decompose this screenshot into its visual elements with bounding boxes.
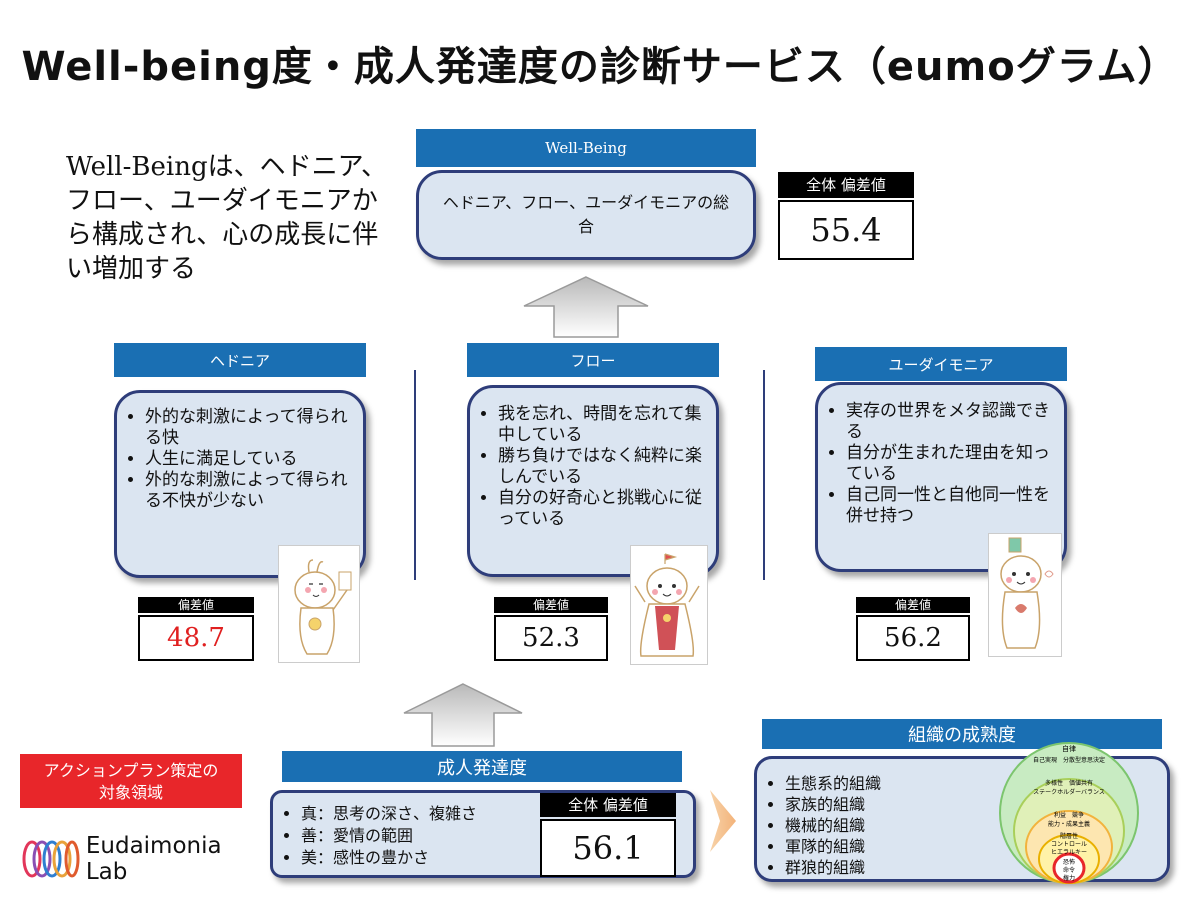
list-item: 群狼的組織 xyxy=(785,857,1167,878)
hedonia-score: 48.7 xyxy=(138,615,254,661)
list-item: 善：愛情の範囲 xyxy=(301,825,693,847)
adult-development-header: 成人発達度 xyxy=(282,751,682,782)
eudaimonia-header: ユーダイモニア xyxy=(815,347,1067,381)
diagram-label: 権力 xyxy=(1063,874,1075,882)
adult-development-score: 56.1 xyxy=(540,819,676,877)
list-item: 勝ち負けではなく純粋に楽しんでいる xyxy=(498,446,716,488)
action-plan-badge: アクションプラン策定の対象領域 xyxy=(20,754,242,808)
eudaimonia-score-label: 偏差値 xyxy=(856,597,970,613)
hedonia-card: 外的な刺激によって得られる快 人生に満足している 外的な刺激によって得られる不快… xyxy=(114,390,366,578)
list-item: 機械的組織 xyxy=(785,815,1167,836)
diagram-label: 能力・成果主義 xyxy=(1048,820,1090,828)
list-item: 美：感性の豊かさ xyxy=(301,847,693,869)
hedonia-header: ヘドニア xyxy=(114,343,366,377)
list-item: 軍隊的組織 xyxy=(785,836,1167,857)
list-item: 自分の好奇心と挑戦心に従っている xyxy=(498,488,716,530)
logo-text: Eudaimonia Lab xyxy=(85,833,222,885)
diagram-label: コントロール xyxy=(1051,841,1087,848)
eudaimonia-score: 56.2 xyxy=(856,615,970,661)
diagram-label: 利益 競争 xyxy=(1054,811,1084,819)
flow-score: 52.3 xyxy=(494,615,608,661)
wellbeing-card: ヘドニア、フロー、ユーダイモニアの総合 xyxy=(416,170,756,260)
list-item: 人生に満足している xyxy=(145,449,363,470)
list-item: 自己同一性と自他同一性を併せ持つ xyxy=(846,485,1064,527)
list-item: 真：思考の深さ、複雑さ xyxy=(301,803,693,825)
diagram-label: 命令 xyxy=(1063,866,1075,874)
right-chevron-icon xyxy=(710,790,736,852)
flow-card: 我を忘れ、時間を忘れて集中している 勝ち負けではなく純粋に楽しんでいる 自分の好… xyxy=(467,385,719,577)
up-arrow-icon xyxy=(403,683,523,747)
wellbeing-score: 55.4 xyxy=(778,200,914,260)
list-item: 家族的組織 xyxy=(785,794,1167,815)
eudaimonia-card: 実存の世界をメタ認識できる 自分が生まれた理由を知っている 自己同一性と自他同一… xyxy=(815,382,1067,572)
column-divider xyxy=(763,370,765,580)
list-item: 我を忘れ、時間を忘れて集中している xyxy=(498,404,716,446)
organization-maturity-diagram: 自律 自己実現 分散型意思決定 多様性 価値共有 ステークホルダーバランス 利益… xyxy=(999,742,1139,884)
character-eudaimonia-icon xyxy=(988,533,1062,657)
flow-score-label: 偏差値 xyxy=(494,597,608,613)
list-item: 外的な刺激によって得られる不快が少ない xyxy=(145,470,363,512)
diagram-label: ステークホルダーバランス xyxy=(1033,788,1105,796)
wellbeing-header: Well-Being xyxy=(416,129,756,167)
character-flow-icon xyxy=(630,545,708,665)
intro-text: Well-Beingは、ヘドニア、フロー、ユーダイモニアから構成され、心の成長に… xyxy=(66,152,388,284)
list-item: 実存の世界をメタ認識できる xyxy=(846,401,1064,443)
hedonia-score-label: 偏差値 xyxy=(138,597,254,613)
page-title: Well-being度・成人発達度の診断サービス（eumoグラム） xyxy=(21,44,1179,90)
logo-rings-icon xyxy=(22,840,80,878)
list-item: 生態系的組織 xyxy=(785,773,1167,794)
wellbeing-score-label: 全体 偏差値 xyxy=(778,172,914,198)
up-arrow-icon xyxy=(523,276,649,338)
list-item: 外的な刺激によって得られる快 xyxy=(145,407,363,449)
diagram-label: 自律 xyxy=(1062,744,1076,753)
adult-development-score-label: 全体 偏差値 xyxy=(540,793,676,817)
list-item: 自分が生まれた理由を知っている xyxy=(846,443,1064,485)
character-hedonia-icon xyxy=(278,545,360,663)
column-divider xyxy=(414,370,416,580)
eudaimonia-lab-logo: Eudaimonia Lab xyxy=(20,833,270,885)
organization-header: 組織の成熟度 xyxy=(762,719,1162,749)
diagram-label: 恐怖 xyxy=(1063,858,1075,866)
diagram-label: 階層性 xyxy=(1060,832,1078,840)
diagram-label: 多様性 価値共有 xyxy=(1045,779,1093,787)
diagram-label: 自己実現 分散型意思決定 xyxy=(1033,756,1105,764)
diagram-label: ヒエラルキー xyxy=(1051,849,1087,856)
flow-header: フロー xyxy=(467,343,719,377)
